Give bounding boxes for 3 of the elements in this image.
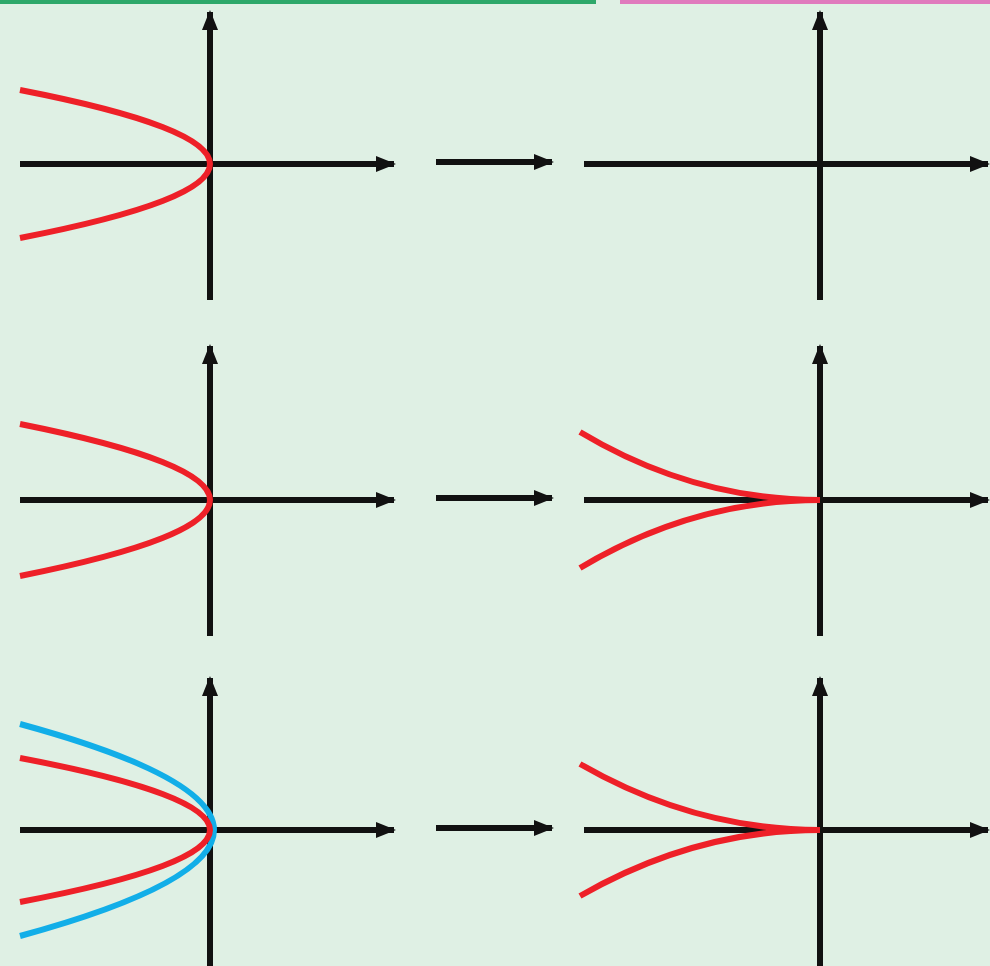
arrow (436, 490, 554, 506)
arrow (436, 820, 554, 836)
arrow (436, 154, 554, 170)
